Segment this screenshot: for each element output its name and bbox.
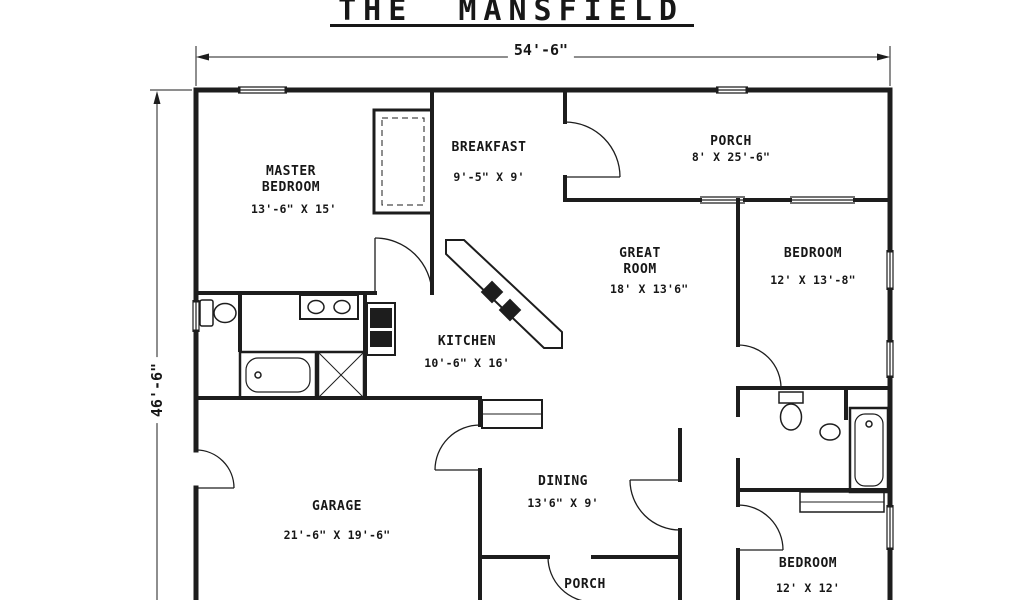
exterior-walls [193, 87, 893, 600]
room-label-porch-bottom: PORCH [564, 577, 606, 593]
room-name: PORCH [564, 577, 606, 592]
room-label-bedroom-right: BEDROOM 12' X 13'-8" [770, 246, 855, 287]
room-name: GREAT ROOM [619, 246, 661, 277]
room-label-porch-top: PORCH 8' X 25'-6" [692, 134, 770, 164]
room-size: 10'-6" X 16' [424, 356, 510, 370]
master-bath-fixtures [199, 294, 366, 400]
closets [481, 399, 885, 513]
closet-dashed [372, 108, 434, 215]
room-size: 13'6" X 9' [527, 496, 599, 510]
overall-width-dimension: 54'-6" [507, 41, 575, 59]
room-name: GARAGE [312, 499, 362, 514]
room-label-dining: DINING 13'6" X 9' [527, 474, 598, 510]
title-underline [330, 24, 694, 27]
room-label-great-room: GREAT ROOM 18' X 13'6" [610, 246, 689, 296]
door-arcs [195, 121, 784, 600]
room-name: BEDROOM [783, 246, 843, 261]
room-name: BEDROOM [778, 556, 838, 571]
dimension-arrows [153, 53, 890, 104]
room-size: 18' X 13'6" [610, 282, 689, 296]
room-label-garage: GARAGE 21'-6" X 19'-6" [284, 499, 391, 542]
room-name: BREAKFAST [451, 140, 527, 155]
windows [192, 86, 894, 550]
room-size: 12' X 12' [775, 581, 841, 595]
room-name: PORCH [710, 134, 752, 149]
room-size: 13'-6" X 15' [251, 202, 337, 216]
page-title: THE MANSFIELD [338, 0, 684, 28]
kitchen-range [366, 302, 396, 356]
room-label-breakfast: BREAKFAST 9'-5" X 9' [452, 140, 527, 184]
overall-height-dimension: 46'-6" [148, 356, 166, 424]
room-label-bedroom-bottom: BEDROOM 12' X 12' [776, 556, 840, 595]
room-size: 8' X 25'-6" [691, 150, 771, 164]
room-label-kitchen: KITCHEN 10'-6" X 16' [424, 334, 509, 370]
room-size: 9'-5" X 9' [453, 170, 525, 184]
room-size: 21'-6" X 19'-6" [283, 528, 391, 542]
room-name: DINING [538, 474, 588, 489]
kitchen-island [445, 239, 563, 349]
second-bath-fixtures [778, 391, 890, 494]
room-name: MASTER BEDROOM [261, 164, 321, 195]
room-size: 12' X 13'-8" [770, 273, 856, 287]
room-label-master-bedroom: MASTER BEDROOM 13'-6" X 15' [251, 164, 337, 216]
room-name: KITCHEN [437, 334, 497, 349]
